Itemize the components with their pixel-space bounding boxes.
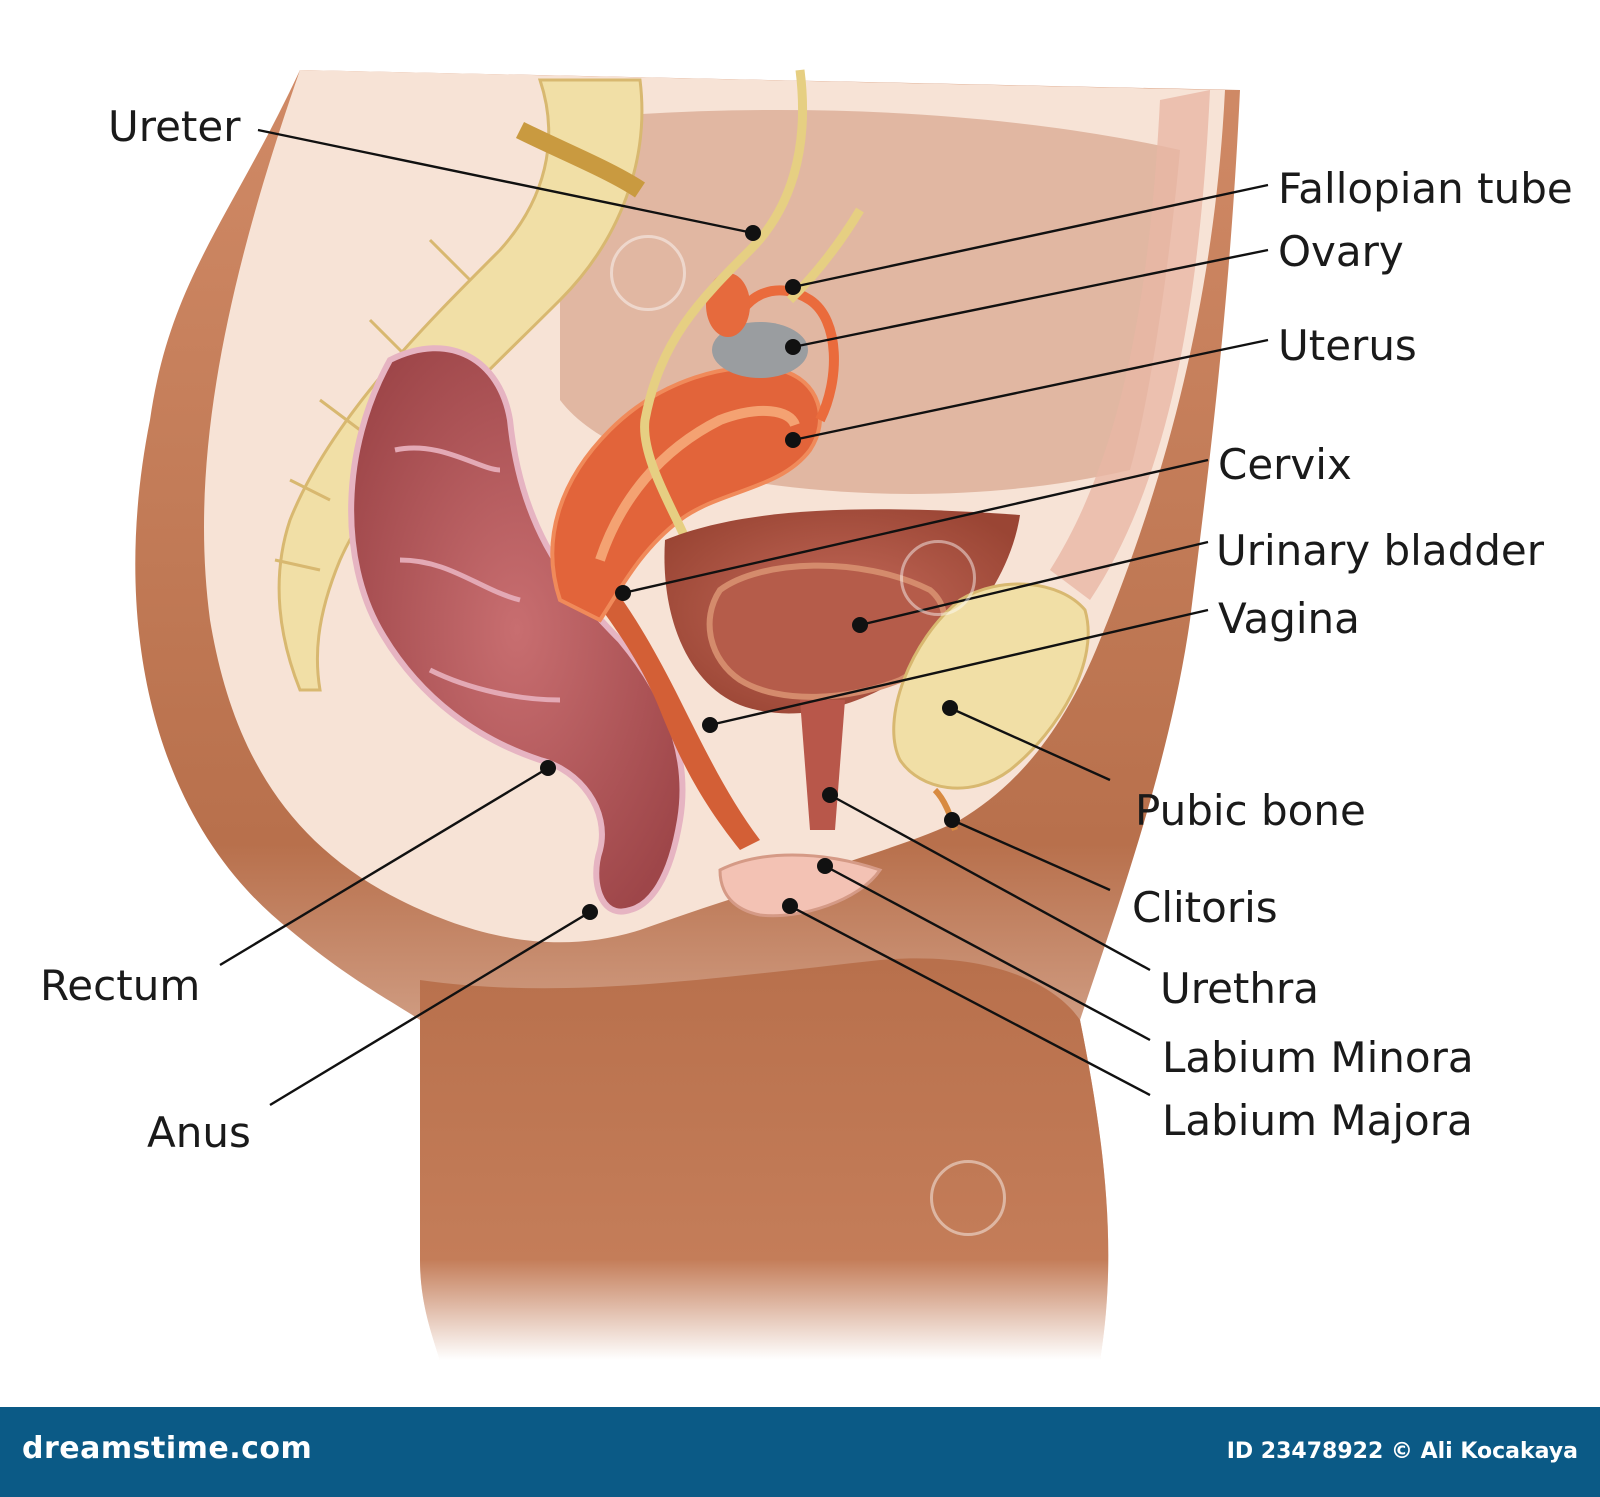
footer-credit: ID 23478922 © Ali Kocakaya xyxy=(1226,1439,1578,1464)
leader-lines xyxy=(219,128,1269,1107)
label-urethra: Urethra xyxy=(1160,964,1320,1013)
footer-bar: dreamstime.com ID 23478922 © Ali Kocakay… xyxy=(0,1407,1600,1497)
labia xyxy=(718,853,883,918)
ureter xyxy=(640,69,807,552)
label-ovary: Ovary xyxy=(1278,227,1404,276)
pelvis-illustration xyxy=(135,69,1269,1360)
label-labium-majora: Labium Majora xyxy=(1162,1096,1473,1145)
watermark-icon xyxy=(610,235,686,311)
label-uterus: Uterus xyxy=(1278,321,1417,370)
watermark-icon xyxy=(20,840,96,916)
label-cervix: Cervix xyxy=(1218,440,1352,489)
label-fallopian-tube: Fallopian tube xyxy=(1278,164,1573,213)
label-vagina: Vagina xyxy=(1218,594,1360,643)
label-clitoris: Clitoris xyxy=(1132,883,1278,932)
vagina xyxy=(580,560,760,850)
label-rectum: Rectum xyxy=(40,961,201,1010)
watermark-icon xyxy=(930,1160,1006,1236)
watermark-icon xyxy=(20,235,96,311)
uterus xyxy=(550,365,822,623)
label-pubic-bone: Pubic bone xyxy=(1135,786,1366,835)
label-urinary-bladder: Urinary bladder xyxy=(1216,526,1545,575)
footer-brand-logo[interactable]: dreamstime.com xyxy=(22,1431,313,1466)
label-ureter: Ureter xyxy=(108,102,241,151)
leader-dots xyxy=(540,225,960,920)
label-anus: Anus xyxy=(147,1108,251,1157)
label-labium-minora: Labium Minora xyxy=(1162,1033,1474,1082)
ovary xyxy=(712,322,808,378)
watermark-icon xyxy=(900,540,976,616)
watermark-icon xyxy=(1520,1160,1596,1236)
leg-shading xyxy=(420,958,1109,1360)
rectum xyxy=(348,345,686,915)
pubic-bone xyxy=(892,582,1090,790)
